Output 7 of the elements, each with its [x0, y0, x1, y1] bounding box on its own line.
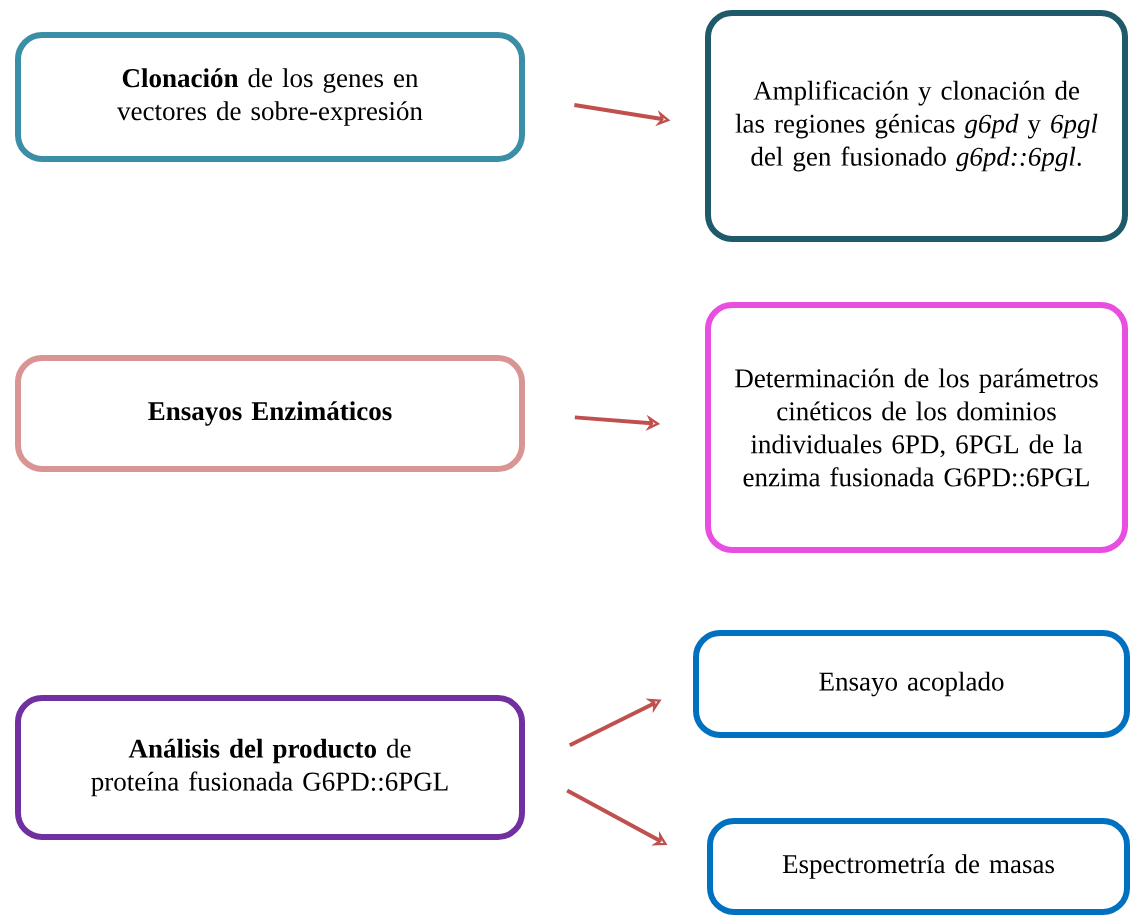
- process-box: Ensayos Enzimáticos: [15, 355, 525, 472]
- process-box: Determinación de los parámetros cinéticos de los dominios individuales 6PD, 6PGL de la enzima fusionada G6PD::6PGL: [705, 302, 1128, 553]
- process-box: Ensayo acoplado: [693, 630, 1130, 738]
- process-box: Amplificación y clonación de las regiones génicas g6pd y 6pgl del gen fusionado g6pd::6pgl.: [705, 10, 1128, 242]
- process-box: Clonación de los genes en vectores de sobre-expresión: [15, 32, 525, 162]
- process-box: Espectrometría de masas: [707, 818, 1130, 915]
- process-box: Análisis del producto de proteína fusionada G6PD::6PGL: [15, 695, 525, 840]
